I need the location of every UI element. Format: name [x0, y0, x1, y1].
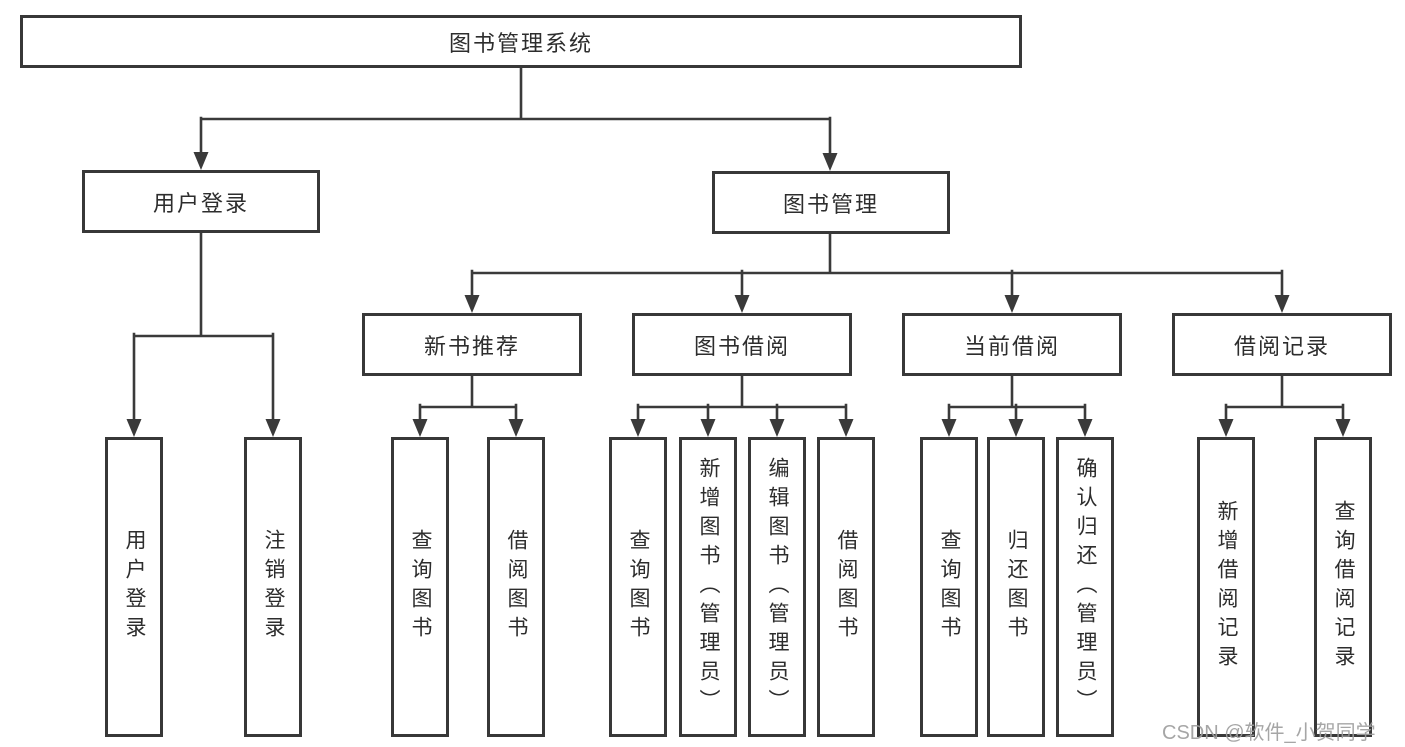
leaf-logout-label: 注销登录 — [262, 529, 285, 645]
leaf-add-book-admin-label: 新增图书（管理员） — [697, 456, 720, 718]
leaf-confirm-return-admin-label: 确认归还（管理员） — [1074, 456, 1097, 718]
arrow-down-icon — [412, 419, 428, 437]
node-new-book-recommend-label: 新书推荐 — [423, 333, 520, 359]
leaf-borrow-books-1: 借阅图书 — [487, 437, 545, 737]
leaf-query-books-1: 查询图书 — [391, 437, 449, 737]
arrow-down-icon — [265, 419, 281, 437]
arrow-down-icon — [126, 419, 142, 437]
node-borrow-record: 借阅记录 — [1172, 313, 1392, 376]
leaf-confirm-return-admin: 确认归还（管理员） — [1056, 437, 1114, 737]
node-book-borrow: 图书借阅 — [632, 313, 852, 376]
arrow-down-icon — [1004, 295, 1020, 313]
edge-userlogin-split — [132, 231, 275, 424]
edge-newbook-split — [418, 374, 518, 424]
arrow-down-icon — [508, 419, 524, 437]
leaf-query-books-1-label: 查询图书 — [409, 529, 432, 645]
leaf-query-books-2-label: 查询图书 — [627, 529, 650, 645]
node-root: 图书管理系统 — [20, 15, 1022, 68]
edge-bookmgmt-split — [470, 232, 1284, 300]
node-user-login: 用户登录 — [82, 170, 320, 233]
leaf-borrow-books-1-label: 借阅图书 — [505, 529, 528, 645]
arrow-down-icon — [734, 295, 750, 313]
arrow-down-icon — [838, 419, 854, 437]
arrow-down-icon — [822, 153, 838, 171]
leaf-edit-book-admin-label: 编辑图书（管理员） — [766, 456, 789, 718]
leaf-query-books-3-label: 查询图书 — [938, 529, 961, 645]
leaf-return-books-label: 归还图书 — [1005, 529, 1028, 645]
leaf-add-borrow-record: 新增借阅记录 — [1197, 437, 1255, 737]
leaf-user-login-label: 用户登录 — [123, 529, 146, 645]
arrow-down-icon — [630, 419, 646, 437]
node-current-borrow: 当前借阅 — [902, 313, 1122, 376]
leaf-add-book-admin: 新增图书（管理员） — [679, 437, 737, 737]
arrow-down-icon — [464, 295, 480, 313]
arrowheads — [126, 152, 1351, 437]
node-borrow-record-label: 借阅记录 — [1233, 333, 1330, 359]
arrow-down-icon — [769, 419, 785, 437]
edge-root-split — [199, 66, 832, 158]
arrow-down-icon — [1274, 295, 1290, 313]
leaf-return-books: 归还图书 — [987, 437, 1045, 737]
leaf-borrow-books-2: 借阅图书 — [817, 437, 875, 737]
leaf-query-borrow-record-label: 查询借阅记录 — [1332, 500, 1355, 674]
edge-borrow-split — [636, 374, 848, 424]
leaf-query-books-3: 查询图书 — [920, 437, 978, 737]
node-book-borrow-label: 图书借阅 — [693, 333, 790, 359]
watermark: CSDN @软件_小贺同学 — [1162, 722, 1376, 744]
leaf-borrow-books-2-label: 借阅图书 — [835, 529, 858, 645]
node-new-book-recommend: 新书推荐 — [362, 313, 582, 376]
arrow-down-icon — [193, 152, 209, 170]
leaf-logout: 注销登录 — [244, 437, 302, 737]
arrow-down-icon — [1008, 419, 1024, 437]
arrow-down-icon — [700, 419, 716, 437]
arrow-down-icon — [1335, 419, 1351, 437]
arrow-down-icon — [1218, 419, 1234, 437]
leaf-query-books-2: 查询图书 — [609, 437, 667, 737]
arrow-down-icon — [1077, 419, 1093, 437]
leaf-user-login: 用户登录 — [105, 437, 163, 737]
leaf-edit-book-admin: 编辑图书（管理员） — [748, 437, 806, 737]
node-user-login-label: 用户登录 — [152, 190, 249, 216]
node-book-management: 图书管理 — [712, 171, 950, 234]
leaf-query-borrow-record: 查询借阅记录 — [1314, 437, 1372, 737]
leaf-add-borrow-record-label: 新增借阅记录 — [1215, 500, 1238, 674]
edge-current-split — [947, 374, 1087, 424]
edge-record-split — [1224, 374, 1345, 424]
arrow-down-icon — [941, 419, 957, 437]
node-book-management-label: 图书管理 — [782, 191, 879, 217]
node-current-borrow-label: 当前借阅 — [963, 333, 1060, 359]
node-root-label: 图书管理系统 — [448, 30, 593, 56]
